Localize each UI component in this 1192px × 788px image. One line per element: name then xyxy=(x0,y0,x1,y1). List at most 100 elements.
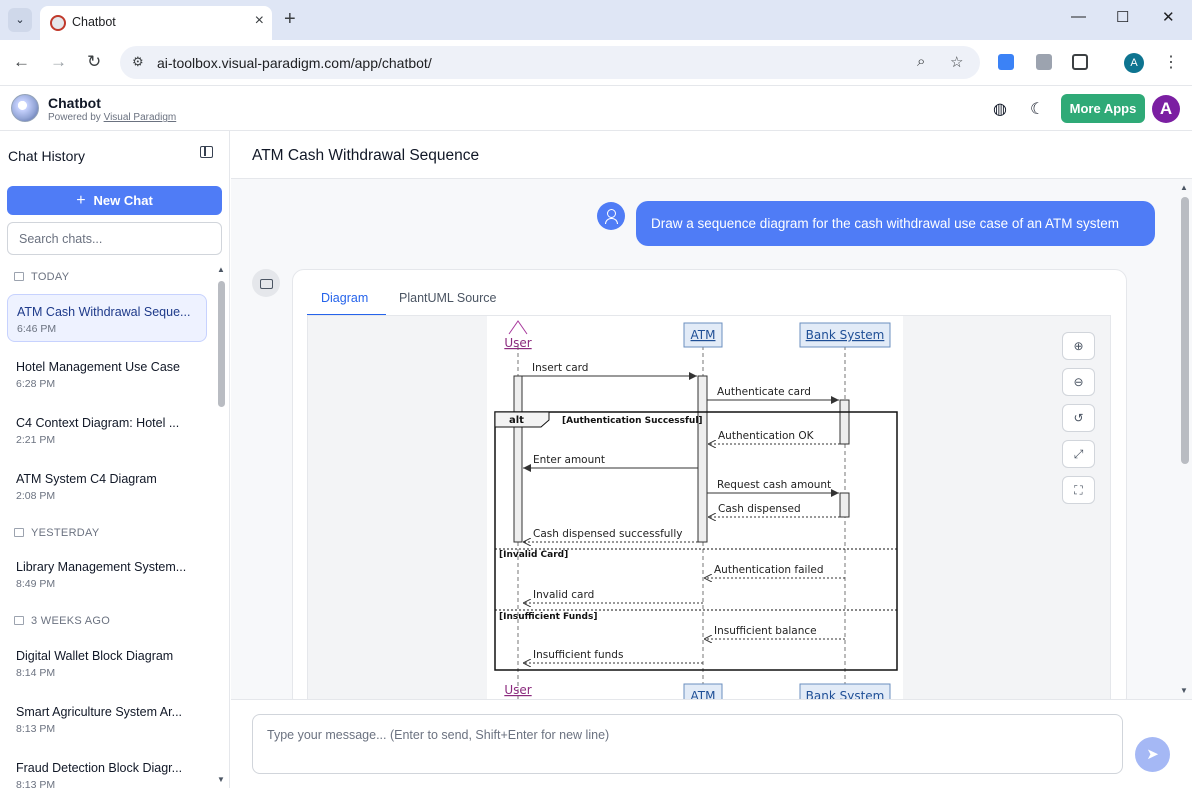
close-window-icon[interactable]: ✕ xyxy=(1162,8,1175,26)
participant-bank-system-bottom: Bank System xyxy=(806,689,885,699)
bot-avatar-icon xyxy=(252,269,280,297)
browser-menu-icon[interactable]: ⋮ xyxy=(1163,52,1179,72)
chat-item-title: Hotel Management Use Case xyxy=(16,360,180,374)
scroll-down-icon[interactable]: ▼ xyxy=(217,775,225,784)
visual-paradigm-link[interactable]: Visual Paradigm xyxy=(104,112,177,123)
chat-item-smart-agriculture[interactable]: Smart Agriculture System Ar... 8:13 PM xyxy=(7,695,207,743)
conversation-panel: ATM Cash Withdrawal Sequence Draw a sequ… xyxy=(231,131,1192,788)
minimize-icon[interactable]: — xyxy=(1071,8,1086,25)
close-tab-icon[interactable]: × xyxy=(255,12,264,30)
extensions-puzzle-icon[interactable] xyxy=(1072,54,1088,70)
zoom-in-icon[interactable]: ⊕ xyxy=(1062,332,1095,360)
group-label: TODAY xyxy=(31,271,69,283)
browser-tab[interactable]: Chatbot × xyxy=(40,6,272,40)
message-label-3: Authentication OK xyxy=(718,430,815,442)
message-label-4: Enter amount xyxy=(533,454,605,466)
message-label-9: Invalid card xyxy=(533,589,594,601)
message-input[interactable] xyxy=(252,714,1123,774)
extension-doc-icon[interactable] xyxy=(998,54,1014,70)
participant-user: User xyxy=(504,336,531,350)
conversation-title: ATM Cash Withdrawal Sequence xyxy=(252,147,479,165)
alt-guard: [Invalid Card] xyxy=(499,550,568,560)
reload-icon[interactable]: ↻ xyxy=(87,52,101,72)
chat-item-title: Smart Agriculture System Ar... xyxy=(16,705,182,719)
chat-item-time: 2:21 PM xyxy=(16,434,55,446)
chat-item-time: 8:14 PM xyxy=(16,667,55,679)
chat-item-c4-context-hotel[interactable]: C4 Context Diagram: Hotel ... 2:21 PM xyxy=(7,406,207,454)
bookmark-star-icon[interactable]: ☆ xyxy=(950,53,963,71)
user-avatar[interactable]: A xyxy=(1152,95,1180,123)
participant-user-bottom: User xyxy=(504,683,531,697)
sidebar-scroll-thumb[interactable] xyxy=(218,281,225,407)
reset-view-icon[interactable]: ↺ xyxy=(1062,404,1095,432)
main-scroll-thumb[interactable] xyxy=(1181,197,1189,464)
send-icon[interactable]: ➤ xyxy=(1135,737,1170,772)
maximize-icon[interactable]: ☐ xyxy=(1116,8,1129,26)
diagram-viewer[interactable]: UserATMBank SystemUserATMBank Systemalt[… xyxy=(307,315,1111,699)
dark-mode-moon-icon[interactable]: ☾ xyxy=(1030,99,1044,119)
chat-item-time: 2:08 PM xyxy=(16,490,55,502)
chat-item-title: Fraud Detection Block Diagr... xyxy=(16,761,182,775)
main-scrollbar[interactable]: ▲ ▼ xyxy=(1179,183,1191,697)
diagram-canvas: UserATMBank SystemUserATMBank Systemalt[… xyxy=(487,316,903,699)
chat-item-digital-wallet[interactable]: Digital Wallet Block Diagram 8:14 PM xyxy=(7,639,207,687)
chat-item-fraud-detection[interactable]: Fraud Detection Block Diagr... 8:13 PM xyxy=(7,751,207,788)
extension-grey-icon[interactable] xyxy=(1036,54,1052,70)
user-message-avatar-icon xyxy=(597,202,625,230)
scroll-up-icon[interactable]: ▲ xyxy=(1180,183,1188,192)
chat-item-title: Digital Wallet Block Diagram xyxy=(16,649,173,663)
tab-diagram[interactable]: Diagram xyxy=(321,291,368,305)
actor-figure-icon xyxy=(509,321,527,334)
scroll-down-icon[interactable]: ▼ xyxy=(1180,686,1188,695)
participant-atm: ATM xyxy=(691,328,716,342)
browser-toolbar: ← → ↻ ⚙ ai-toolbox.visual-paradigm.com/a… xyxy=(0,40,1192,86)
zoom-page-icon[interactable]: ⌕ xyxy=(917,53,925,70)
group-3-weeks-ago: 3 WEEKS AGO xyxy=(14,615,110,627)
new-chat-button[interactable]: +New Chat xyxy=(7,186,222,215)
chat-item-library-management[interactable]: Library Management System... 8:49 PM xyxy=(7,550,207,598)
browser-profile-avatar[interactable]: A xyxy=(1124,53,1144,73)
message-label-5: Request cash amount xyxy=(717,479,831,491)
powered-prefix: Powered by xyxy=(48,112,101,123)
forward-icon[interactable]: → xyxy=(50,52,67,72)
url-text: ai-toolbox.visual-paradigm.com/app/chatb… xyxy=(157,55,432,71)
sidebar-scrollbar[interactable]: ▲ ▼ xyxy=(216,263,226,788)
fit-to-screen-icon[interactable]: ⤢ xyxy=(1062,440,1095,468)
chat-item-atm-c4[interactable]: ATM System C4 Diagram 2:08 PM xyxy=(7,462,207,510)
address-bar[interactable]: ⚙ ai-toolbox.visual-paradigm.com/app/cha… xyxy=(120,46,980,79)
new-chat-label: New Chat xyxy=(94,193,153,208)
alt-fragment xyxy=(495,412,897,670)
group-today: TODAY xyxy=(14,271,69,283)
message-label-2: Authenticate card xyxy=(717,386,811,398)
new-tab-icon[interactable]: + xyxy=(284,8,296,31)
activation-bank-auth xyxy=(840,400,849,444)
more-apps-button[interactable]: More Apps xyxy=(1061,94,1145,123)
search-chats-input[interactable] xyxy=(7,222,222,255)
scroll-up-icon[interactable]: ▲ xyxy=(217,265,225,274)
zoom-out-icon[interactable]: ⊖ xyxy=(1062,368,1095,396)
app-name: Chatbot xyxy=(48,95,101,111)
tab-plantuml-source[interactable]: PlantUML Source xyxy=(399,291,497,305)
fullscreen-icon[interactable]: ⛶ xyxy=(1062,476,1095,504)
tab-search-button[interactable]: ⌄ xyxy=(8,8,32,32)
sidebar-toggle-icon[interactable] xyxy=(200,146,213,158)
chat-history-sidebar: Chat History +New Chat TODAY ATM Cash Wi… xyxy=(0,131,230,788)
chat-item-title: C4 Context Diagram: Hotel ... xyxy=(16,416,179,430)
favicon-icon xyxy=(50,15,66,31)
participant-bank-system: Bank System xyxy=(806,328,885,342)
back-icon[interactable]: ← xyxy=(13,52,30,72)
chat-item-hotel-management[interactable]: Hotel Management Use Case 6:28 PM xyxy=(7,350,207,398)
group-label: YESTERDAY xyxy=(31,527,100,539)
chat-item-title: ATM Cash Withdrawal Seque... xyxy=(17,305,190,319)
user-message-bubble: Draw a sequence diagram for the cash wit… xyxy=(636,201,1155,246)
chat-item-time: 8:13 PM xyxy=(16,779,55,788)
message-list: Draw a sequence diagram for the cash wit… xyxy=(231,179,1192,699)
group-yesterday: YESTERDAY xyxy=(14,527,100,539)
chat-item-time: 8:13 PM xyxy=(16,723,55,735)
chat-item-atm-cash-withdrawal[interactable]: ATM Cash Withdrawal Seque... 6:46 PM xyxy=(7,294,207,342)
app-logo-icon xyxy=(11,94,39,122)
site-info-icon[interactable]: ⚙ xyxy=(132,54,144,70)
language-globe-icon[interactable]: ◍ xyxy=(993,99,1007,119)
activation-atm xyxy=(698,376,707,542)
